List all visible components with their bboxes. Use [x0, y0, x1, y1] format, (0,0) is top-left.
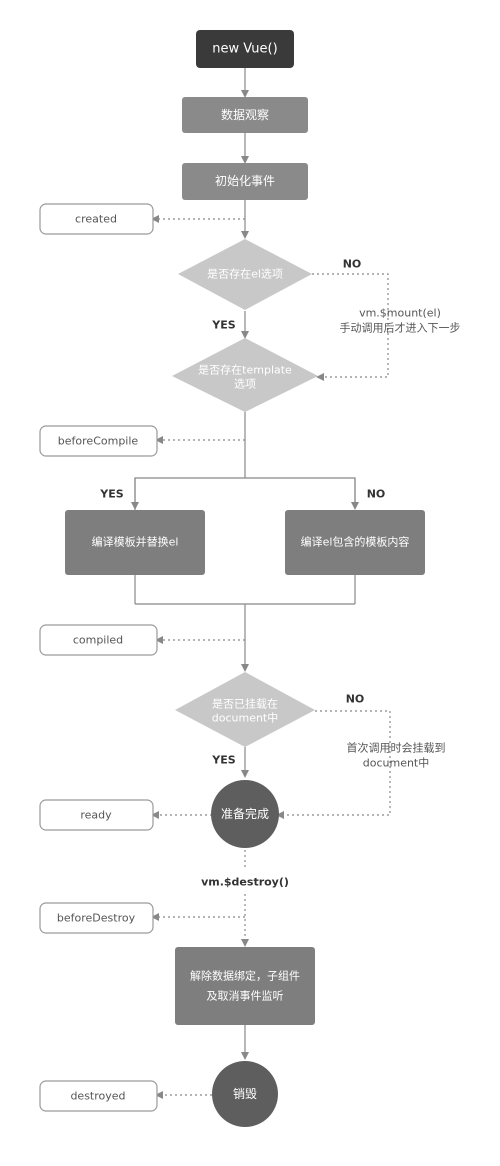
decision-mounted-line1: 是否已挂载在	[212, 697, 278, 711]
unbind-node-line2: 及取消事件监听	[207, 989, 284, 1003]
decision-has-el: 是否存在el选项	[178, 239, 312, 310]
hook-created-label: created	[75, 213, 117, 226]
hook-compiled-label: compiled	[73, 634, 123, 647]
decision-mounted-line2: document中	[212, 712, 279, 725]
note-mount-line2: 手动调用后才进入下一步	[340, 321, 461, 335]
compile-template-node: 编译模板并替换el	[65, 510, 205, 575]
decision-has-el-label: 是否存在el选项	[207, 267, 283, 281]
observe-node: 数据观察	[182, 97, 308, 133]
unbind-node-line1: 解除数据绑定，子组件	[190, 969, 300, 983]
note-mount: vm.$mount(el) 手动调用后才进入下一步	[340, 307, 461, 335]
hook-destroyed: destroyed	[39, 1080, 158, 1112]
decision-has-template: 是否存在template 选项	[172, 338, 318, 412]
label-no-el: NO	[343, 258, 362, 271]
compile-el-node-label: 编译el包含的模板内容	[301, 535, 410, 549]
observe-node-label: 数据观察	[221, 107, 269, 122]
label-yes-el: YES	[211, 319, 235, 332]
hook-compiled: compiled	[39, 624, 158, 656]
hook-before-compile: beforeCompile	[39, 425, 158, 457]
note-first: 首次调用时会挂载到 document中	[347, 741, 446, 770]
note-first-line1: 首次调用时会挂载到	[347, 741, 446, 755]
note-first-line2: document中	[363, 757, 430, 770]
hook-before-destroy: beforeDestroy	[39, 902, 154, 934]
ready-state-node: 准备完成	[211, 780, 279, 848]
label-no-mounted: NO	[346, 693, 365, 706]
solid-connectors	[131, 68, 359, 1060]
decision-has-template-line1: 是否存在template	[198, 363, 292, 377]
hook-destroyed-label: destroyed	[70, 1090, 125, 1103]
destroy-state-label: 销毁	[233, 1086, 257, 1101]
dotted-connectors	[151, 215, 391, 1099]
hook-ready: ready	[39, 799, 154, 831]
hook-before-destroy-label: beforeDestroy	[57, 912, 136, 925]
hook-created: created	[39, 203, 154, 235]
decision-mounted: 是否已挂载在 document中	[175, 672, 315, 747]
label-no-template: NO	[367, 488, 386, 501]
unbind-node: 解除数据绑定，子组件 及取消事件监听	[175, 947, 315, 1025]
start-node-label: new Vue()	[212, 42, 277, 57]
hook-ready-label: ready	[80, 809, 112, 822]
init-events-node-label: 初始化事件	[215, 174, 275, 188]
compile-template-node-label: 编译模板并替换el	[92, 535, 179, 549]
hook-before-compile-label: beforeCompile	[58, 435, 139, 448]
compile-el-node: 编译el包含的模板内容	[285, 510, 425, 575]
label-destroy-call: vm.$destroy()	[201, 876, 289, 889]
init-events-node: 初始化事件	[182, 163, 308, 200]
destroy-state-node: 销毁	[212, 1061, 278, 1127]
start-node: new Vue()	[196, 30, 294, 68]
note-mount-line1: vm.$mount(el)	[359, 307, 441, 320]
decision-has-template-line2: 选项	[234, 378, 256, 391]
ready-state-label: 准备完成	[221, 806, 269, 821]
label-yes-mounted: YES	[211, 754, 235, 767]
label-yes-template: YES	[99, 488, 123, 501]
